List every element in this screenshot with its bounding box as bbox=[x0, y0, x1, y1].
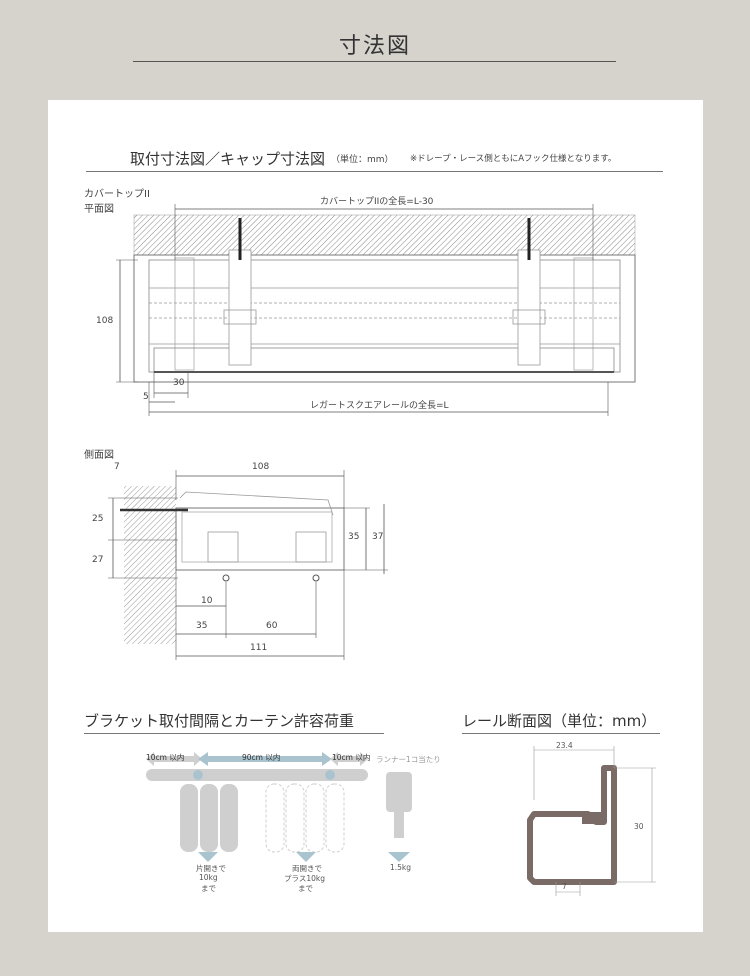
side-dim-35b: 35 bbox=[196, 621, 208, 631]
rail-profile-drawing bbox=[527, 746, 656, 896]
plan-product-name: カバートップII bbox=[84, 189, 150, 200]
bracket-load-diagram bbox=[146, 752, 412, 862]
side-dim-60: 60 bbox=[266, 621, 278, 631]
rail-section-title: レール断面図（単位：mm） bbox=[462, 712, 657, 730]
load-both-line2: プラス10kg bbox=[284, 874, 325, 883]
plan-rail-length-dim: レガートスクエアレールの全長=L bbox=[310, 401, 449, 411]
load-one-side-line1: 片開きで bbox=[196, 864, 226, 873]
plan-view-name: 平面図 bbox=[84, 204, 114, 215]
load-both-line1: 両開きで bbox=[292, 864, 322, 873]
title-divider bbox=[133, 61, 616, 62]
spacing-center-label: 90cm 以内 bbox=[242, 753, 281, 762]
bracket-title: ブラケット取付間隔とカーテン許容荷重 bbox=[84, 712, 355, 730]
section-title-mounting: 取付寸法図／キャップ寸法図 bbox=[130, 150, 326, 168]
side-view-name: 側面図 bbox=[84, 450, 114, 461]
load-both-line3: まで bbox=[298, 884, 313, 893]
load-one-side-line2: 10kg bbox=[199, 873, 218, 882]
bracket-title-rule bbox=[84, 733, 384, 734]
section-note: ※ドレープ・レース側ともにAフック仕様となります。 bbox=[410, 154, 617, 164]
side-dim-108: 108 bbox=[252, 462, 270, 472]
page-title: 寸法図 bbox=[338, 34, 411, 59]
side-dim-10: 10 bbox=[201, 596, 213, 606]
rail-height-dim: 30 bbox=[634, 822, 644, 831]
side-dim-7: 7 bbox=[114, 462, 120, 472]
drawing-panel: 取付寸法図／キャップ寸法図 （単位：mm） ※ドレープ・レース側ともにAフック仕… bbox=[48, 100, 703, 932]
rail-width-dim: 23.4 bbox=[556, 741, 573, 750]
side-dim-25: 25 bbox=[92, 514, 104, 524]
plan-cover-length-dim: カバートップIIの全長=L-30 bbox=[320, 197, 434, 207]
plan-dim-30: 30 bbox=[173, 378, 185, 388]
rail-dim-7: 7 bbox=[562, 882, 567, 891]
side-dim-37: 37 bbox=[372, 532, 384, 542]
plan-dim-5: 5 bbox=[143, 392, 149, 402]
runner-load-label: 1.5kg bbox=[390, 863, 412, 872]
side-view-drawing bbox=[108, 470, 388, 660]
side-dim-111: 111 bbox=[250, 643, 268, 653]
plan-height-dim: 108 bbox=[96, 316, 114, 326]
plan-view-drawing bbox=[116, 204, 636, 416]
spacing-left-label: 10cm 以内 bbox=[146, 753, 185, 762]
spacing-right-label: 10cm 以内 bbox=[332, 753, 371, 762]
section-unit: （単位：mm） bbox=[331, 155, 394, 165]
load-one-side-line3: まで bbox=[201, 884, 216, 893]
side-dim-35: 35 bbox=[348, 532, 360, 542]
runner-label: ランナー1コ当たり bbox=[376, 755, 441, 764]
side-dim-27: 27 bbox=[92, 555, 104, 565]
rail-title-rule bbox=[462, 733, 660, 734]
section1-rule bbox=[86, 171, 663, 172]
